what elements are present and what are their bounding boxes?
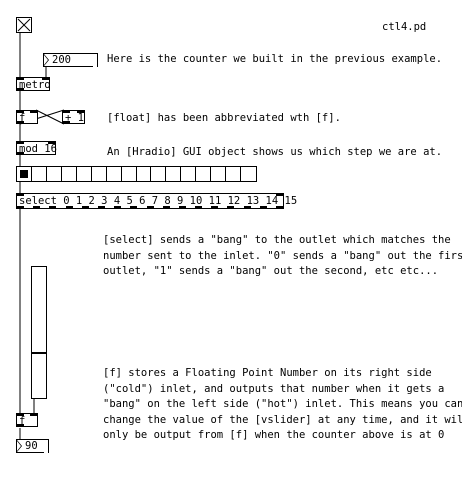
select-inlet-right[interactable] — [276, 194, 283, 196]
select-outlet[interactable] — [227, 206, 234, 208]
select-inlet-left[interactable] — [17, 194, 24, 196]
plus-inlet-left[interactable] — [63, 111, 70, 113]
select-outlet[interactable] — [33, 206, 40, 208]
patch-title: ctl4.pd — [382, 21, 427, 33]
vslider-knob[interactable] — [32, 352, 46, 354]
plus-inlet-right[interactable] — [77, 111, 84, 113]
hradio-cell[interactable] — [226, 167, 242, 181]
hradio-cell[interactable] — [241, 167, 256, 181]
select-outlet[interactable] — [244, 206, 251, 208]
float-object-store[interactable]: f — [16, 413, 38, 427]
select-outlet[interactable] — [17, 206, 24, 208]
metro-outlet[interactable] — [17, 88, 24, 90]
mod-label: mod 16 — [19, 143, 57, 155]
metro-label: metro — [19, 79, 51, 91]
select-outlet[interactable] — [260, 206, 267, 208]
hradio[interactable] — [16, 166, 257, 182]
cord-plus-f — [35, 109, 65, 125]
hradio-cell[interactable] — [137, 167, 152, 181]
hradio-cell[interactable] — [151, 167, 167, 181]
select-outlet[interactable] — [130, 206, 137, 208]
number-value: 200 — [52, 54, 71, 66]
float-store-inlet-right[interactable] — [30, 414, 37, 416]
plus-outlet[interactable] — [63, 121, 70, 123]
number-box-output[interactable]: 90 — [16, 439, 49, 453]
metro-object[interactable]: metro — [16, 77, 51, 91]
comment-counter: Here is the counter we built in the prev… — [107, 53, 443, 65]
float-label: f — [19, 112, 26, 124]
number-box-interval[interactable]: 200 — [43, 53, 98, 67]
select-outlet[interactable] — [114, 206, 121, 208]
float-object-counter[interactable]: f — [16, 110, 38, 124]
select-outlet[interactable] — [66, 206, 73, 208]
mod-object[interactable]: mod 16 — [16, 141, 57, 155]
hradio-cell[interactable] — [47, 167, 62, 181]
hradio-cell[interactable] — [211, 167, 227, 181]
hradio-cell[interactable] — [181, 167, 197, 181]
select-outlet[interactable] — [179, 206, 186, 208]
hradio-cell[interactable] — [32, 167, 47, 181]
comment-f-store: [f] stores a Floating Point Number on it… — [103, 367, 462, 441]
comment-hradio: An [Hradio] GUI object shows us which st… — [107, 146, 443, 158]
select-outlet[interactable] — [163, 206, 170, 208]
hradio-cell[interactable] — [17, 167, 32, 181]
select-outlet[interactable] — [147, 206, 154, 208]
toggle-x-icon — [17, 18, 31, 32]
select-outlet[interactable] — [49, 206, 56, 208]
metro-inlet-right[interactable] — [42, 78, 49, 80]
vslider[interactable] — [31, 266, 47, 399]
select-outlet[interactable] — [82, 206, 89, 208]
hradio-cell[interactable] — [107, 167, 122, 181]
hradio-cell[interactable] — [62, 167, 77, 181]
select-outlet[interactable] — [98, 206, 105, 208]
metro-inlet-left[interactable] — [17, 78, 24, 80]
float-store-outlet[interactable] — [17, 424, 24, 426]
select-label: select 0 1 2 3 4 5 6 7 8 9 10 11 12 13 1… — [19, 195, 298, 207]
hradio-cell[interactable] — [196, 167, 212, 181]
hradio-cell[interactable] — [122, 167, 137, 181]
hradio-selected-marker — [20, 170, 28, 178]
plus-object[interactable]: + 1 — [62, 110, 85, 124]
float-inlet-right[interactable] — [30, 111, 37, 113]
mod-inlet-left[interactable] — [17, 142, 24, 144]
select-object[interactable]: select 0 1 2 3 4 5 6 7 8 9 10 11 12 13 1… — [16, 193, 297, 209]
mod-inlet-right[interactable] — [48, 142, 55, 144]
select-outlet[interactable] — [211, 206, 218, 208]
mod-outlet[interactable] — [17, 152, 24, 154]
toggle[interactable] — [16, 17, 32, 33]
hradio-cell[interactable] — [166, 167, 182, 181]
select-outlet[interactable] — [195, 206, 202, 208]
comment-select: [select] sends a "bang" to the outlet wh… — [103, 234, 462, 277]
hradio-cell[interactable] — [77, 167, 92, 181]
comment-float-abbrev: [float] has been abbreviated wth [f]. — [107, 112, 341, 124]
float-outlet[interactable] — [17, 121, 24, 123]
number-output-value: 90 — [25, 440, 38, 452]
hradio-cell[interactable] — [92, 167, 107, 181]
float-inlet-left[interactable] — [17, 111, 24, 113]
float-store-label: f — [19, 415, 26, 427]
select-outlet[interactable] — [276, 206, 283, 208]
float-store-inlet-left[interactable] — [17, 414, 24, 416]
